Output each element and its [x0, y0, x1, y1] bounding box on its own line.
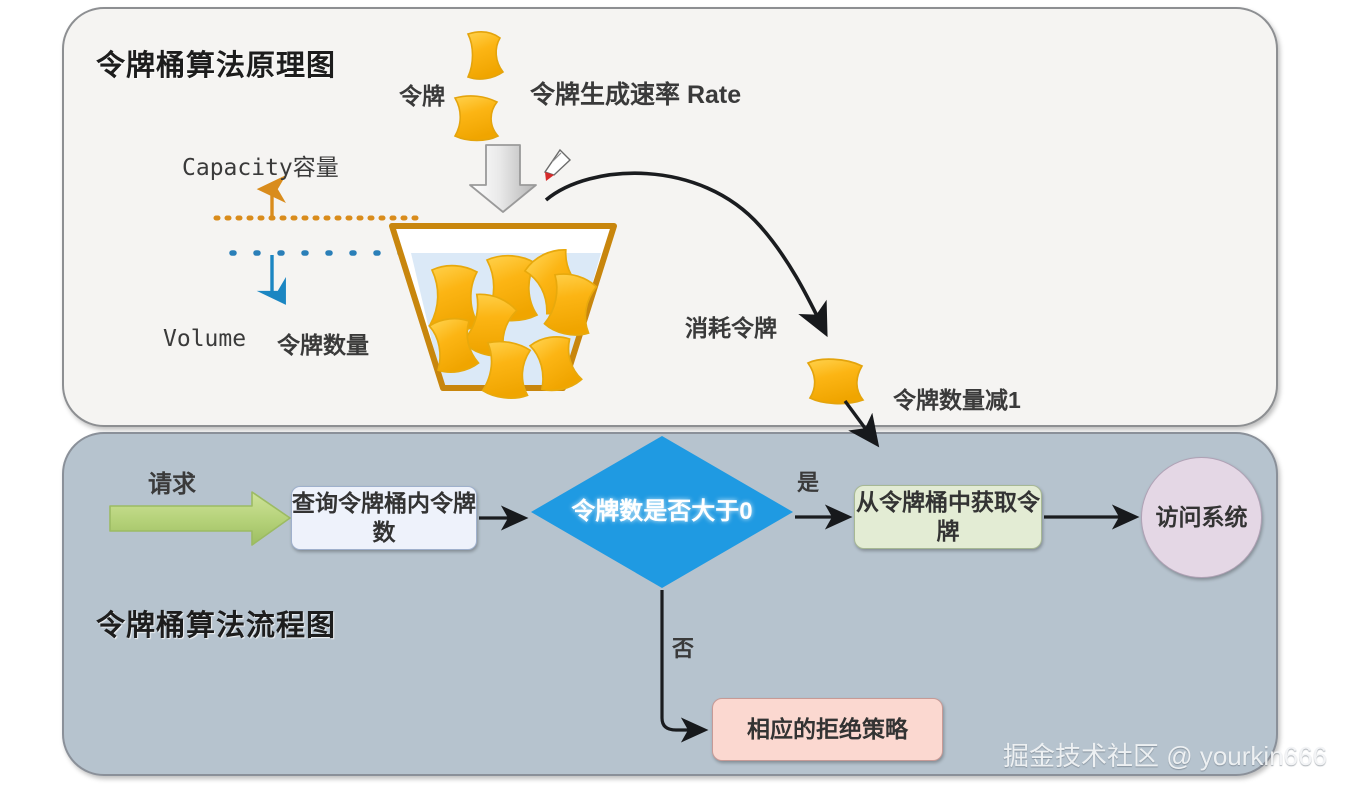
request-label: 请求 [148, 471, 196, 498]
flow-node-decision[interactable]: 令牌数是否大于0 [531, 436, 793, 588]
token-minus-one-label: 令牌数量减1 [893, 387, 1021, 413]
flow-node-reject-policy[interactable]: 相应的拒绝策略 [712, 698, 943, 761]
flow-node-access-system[interactable]: 访问系统 [1141, 457, 1262, 578]
page-title-principle: 令牌桶算法原理图 [96, 50, 337, 82]
watermark: 掘金技术社区 @ yourkin666 [1003, 741, 1328, 771]
flow-node-query-token-count[interactable]: 查询令牌桶内令牌数 [291, 486, 477, 550]
page-title-flowchart: 令牌桶算法流程图 [96, 610, 337, 642]
rate-label: 令牌生成速率 Rate [530, 81, 742, 109]
branch-yes-label: 是 [797, 470, 820, 495]
volume-label-en: Volume [163, 326, 247, 352]
flow-node-get-token[interactable]: 从令牌桶中获取令牌 [854, 485, 1042, 549]
branch-no-label: 否 [672, 636, 695, 661]
decision-label: 令牌数是否大于0 [571, 498, 753, 525]
volume-label-cn: 令牌数量 [277, 332, 369, 358]
token-label: 令牌 [399, 83, 445, 109]
consume-token-label: 消耗令牌 [685, 315, 777, 341]
capacity-label: Capacity容量 [182, 155, 339, 181]
